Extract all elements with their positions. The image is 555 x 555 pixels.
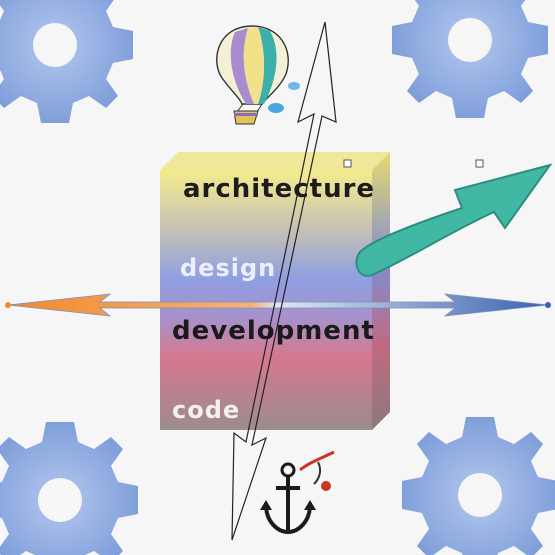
gear-icon xyxy=(0,0,133,123)
selection-handle[interactable] xyxy=(343,159,352,168)
layer-block xyxy=(160,152,390,430)
layer-label-design: design xyxy=(180,254,277,282)
gear-icon xyxy=(402,417,555,555)
selection-handle[interactable] xyxy=(475,159,484,168)
layer-label-development: development xyxy=(172,316,375,346)
teal-arrow-icon xyxy=(355,163,553,277)
anchor-icon xyxy=(260,450,335,535)
layer-label-architecture: architecture xyxy=(183,174,376,204)
double-arrow-icon xyxy=(5,293,551,317)
layer-label-code: code xyxy=(172,396,241,424)
gear-icon xyxy=(392,0,548,118)
hot-air-balloon-icon xyxy=(216,25,300,125)
vertical-arrow-icon xyxy=(231,21,337,541)
gear-icon xyxy=(0,422,138,555)
